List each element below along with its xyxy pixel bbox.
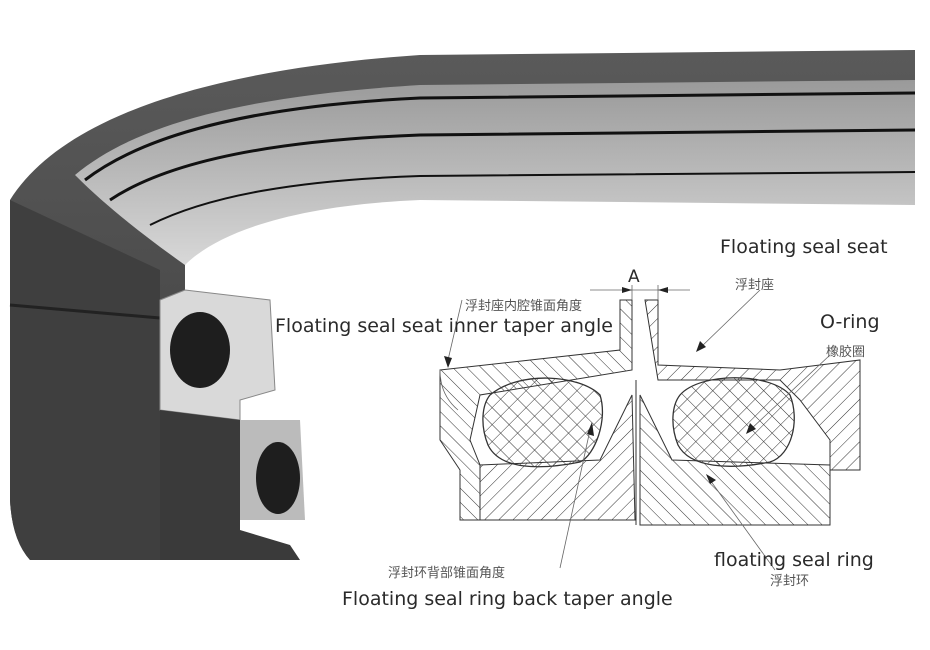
label-floating-seal-ring-cn: 浮封环 bbox=[770, 574, 809, 589]
label-o-ring-cn: 橡胶圈 bbox=[826, 344, 865, 360]
label-inner-taper-angle-cn: 浮封座内腔锥面角度 bbox=[465, 298, 582, 314]
o-ring-upper bbox=[170, 312, 230, 388]
label-dimension-a: A bbox=[628, 267, 640, 287]
label-back-taper-angle: Floating seal ring back taper angle bbox=[342, 588, 673, 610]
seal-ring-illustration bbox=[9, 50, 916, 560]
label-o-ring: O-ring bbox=[820, 311, 880, 333]
floating-ring-right bbox=[639, 394, 831, 526]
cross-section-drawing bbox=[439, 285, 861, 571]
o-ring-right-section bbox=[672, 377, 795, 467]
label-floating-seal-seat: Floating seal seat bbox=[720, 236, 888, 258]
label-inner-taper-angle: Floating seal seat inner taper angle bbox=[275, 315, 613, 337]
label-floating-seal-seat-cn: 浮封座 bbox=[735, 278, 774, 293]
seat-left-section bbox=[439, 299, 633, 521]
label-back-taper-angle-cn: 浮封环背部锥面角度 bbox=[388, 565, 505, 581]
o-ring-lower bbox=[256, 442, 300, 514]
seal-inner-surface bbox=[75, 80, 915, 265]
label-floating-seal-ring: floating seal ring bbox=[714, 549, 874, 571]
seal-front-face bbox=[10, 200, 160, 560]
o-ring-left-section bbox=[482, 377, 604, 468]
